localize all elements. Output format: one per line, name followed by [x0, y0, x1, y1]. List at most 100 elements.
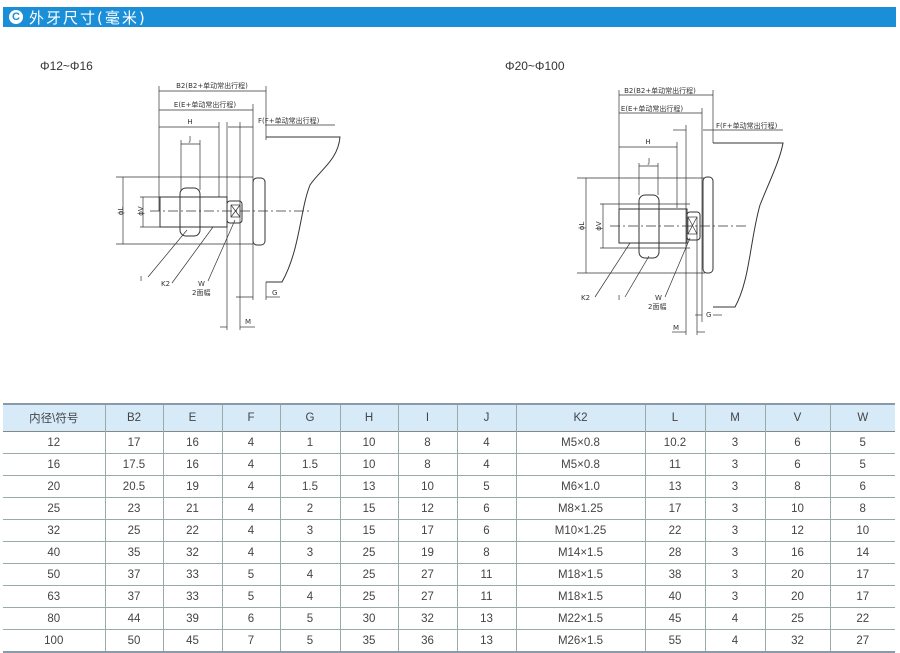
label-v: ϕV	[595, 221, 603, 231]
table-cell: 40	[3, 541, 106, 564]
table-cell: 10	[397, 475, 458, 498]
table-cell: 4	[221, 475, 281, 498]
table-cell: 17	[644, 497, 706, 520]
table-cell: M18×1.5	[515, 563, 646, 586]
table-cell: 4	[221, 431, 281, 454]
label-b2: B2(B2+单动常出行程)	[176, 81, 248, 90]
table-cell: 38	[644, 563, 706, 586]
table-cell: 32	[162, 541, 223, 564]
label-g: G	[272, 289, 277, 297]
table-cell: 20.5	[104, 475, 164, 498]
table-cell: 44	[104, 607, 164, 630]
table-cell: 22	[829, 607, 895, 630]
table-cell: 1.5	[279, 453, 341, 476]
table-cell: 50	[3, 563, 106, 586]
table-cell: 35	[339, 629, 399, 653]
table-cell: 5	[279, 607, 341, 630]
table-cell: 4	[221, 541, 281, 564]
table-cell: 17	[397, 519, 458, 542]
table-cell: 4	[221, 453, 281, 476]
table-cell: 5	[221, 585, 281, 608]
table-cell: M10×1.25	[515, 519, 646, 542]
table-cell: 100	[3, 629, 106, 653]
label-v: ϕV	[137, 206, 145, 216]
label-w: W	[655, 294, 662, 302]
table-cell: 20	[764, 563, 831, 586]
table-cell: 21	[162, 497, 223, 520]
table-cell: 3	[704, 475, 766, 498]
table-cell: 8	[397, 431, 458, 454]
table-cell: 80	[3, 607, 106, 630]
table-cell: 16	[162, 431, 223, 454]
dimension-drawings: B2(B2+单动常出行程) E(E+单动常出行程) F(F+单动常出行程) H …	[116, 81, 784, 335]
diagram-large-bore: B2(B2+单动常出行程) E(E+单动常出行程) F(F+单动常出行程) H …	[577, 86, 784, 335]
table-cell: 1	[279, 431, 341, 454]
table-cell: 40	[644, 585, 706, 608]
table-cell: 12	[764, 519, 831, 542]
table-cell: 13	[644, 475, 706, 498]
table-cell: 11	[456, 585, 517, 608]
table-cell: M14×1.5	[515, 541, 646, 564]
column-header: W	[829, 403, 895, 432]
table-cell: 5	[279, 629, 341, 653]
label-k2: K2	[581, 294, 590, 302]
column-header: B2	[104, 403, 164, 432]
column-header: 内径\符号	[3, 403, 106, 432]
label-m: M	[673, 324, 679, 332]
column-header: E	[162, 403, 223, 432]
table-cell: M22×1.5	[515, 607, 646, 630]
table-cell: 13	[339, 475, 399, 498]
table-cell: 12	[3, 431, 106, 454]
table-cell: 15	[339, 497, 399, 520]
label-l: ϕL	[578, 222, 586, 231]
label-h: H	[187, 118, 192, 126]
table-cell: 10	[339, 431, 399, 454]
table-cell: 30	[339, 607, 399, 630]
label-b2: B2(B2+单动常出行程)	[624, 86, 696, 95]
table-cell: 10	[764, 497, 831, 520]
label-j: J	[188, 135, 191, 143]
label-i: I	[618, 294, 620, 302]
table-cell: 32	[764, 629, 831, 653]
table-cell: 4	[221, 497, 281, 520]
label-e: E(E+单动常出行程)	[621, 104, 683, 113]
label-f: F(F+单动常出行程)	[258, 116, 320, 125]
table-cell: 5	[829, 453, 895, 476]
table-cell: 6	[456, 519, 517, 542]
table-cell: 7	[221, 629, 281, 653]
table-cell: 63	[3, 585, 106, 608]
column-header: K2	[515, 403, 646, 432]
table-cell: 4	[279, 585, 341, 608]
table-cell: 27	[397, 585, 458, 608]
label-j: J	[647, 157, 650, 165]
table-cell: 55	[644, 629, 706, 653]
table-cell: 36	[397, 629, 458, 653]
table-cell: 17	[829, 585, 895, 608]
table-cell: 4	[279, 563, 341, 586]
table-cell: 3	[704, 585, 766, 608]
column-header: V	[764, 403, 831, 432]
diagram-small-bore: B2(B2+单动常出行程) E(E+单动常出行程) F(F+单动常出行程) H …	[116, 81, 341, 330]
column-header: G	[279, 403, 341, 432]
diagram-1-title: Φ12~Φ16	[40, 59, 93, 73]
table-cell: 13	[456, 629, 517, 653]
table-cell: M5×0.8	[515, 431, 646, 454]
table-cell: 22	[162, 519, 223, 542]
table-cell: 25	[3, 497, 106, 520]
label-i: I	[140, 275, 142, 283]
table-cell: 39	[162, 607, 223, 630]
table-cell: 3	[704, 563, 766, 586]
table-cell: 13	[456, 607, 517, 630]
table-cell: 3	[704, 541, 766, 564]
table-cell: M6×1.0	[515, 475, 646, 498]
table-cell: 3	[279, 541, 341, 564]
column-header: H	[339, 403, 399, 432]
table-cell: 8	[397, 453, 458, 476]
table-cell: 5	[829, 431, 895, 454]
